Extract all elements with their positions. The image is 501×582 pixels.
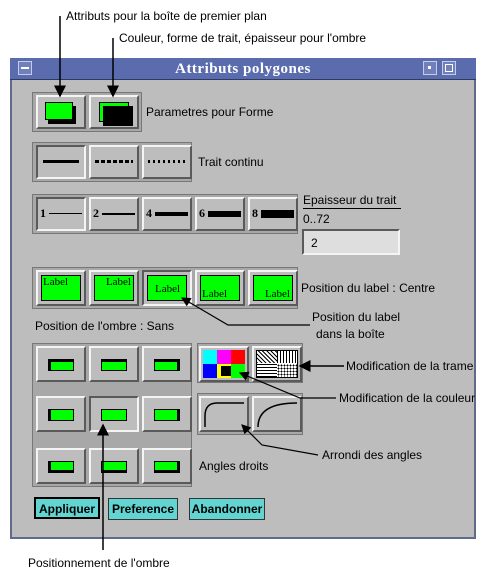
shadow-top-left-button[interactable] — [36, 346, 86, 382]
annotation-label-pos-1: Position du label — [312, 310, 401, 324]
thickness-2-button[interactable]: 2 — [89, 197, 139, 231]
label-center-button[interactable]: Label — [142, 270, 192, 306]
thickness-1-button[interactable]: 1 — [36, 197, 86, 231]
thickness-8-text: 8 — [252, 206, 258, 220]
shadow-box-button[interactable] — [89, 95, 139, 129]
line-style-label: Trait continu — [198, 155, 264, 169]
shadow-none-button[interactable] — [89, 396, 139, 432]
shadow-top-right-button[interactable] — [142, 346, 192, 382]
pattern-icon — [256, 350, 298, 378]
apply-button[interactable]: Appliquer — [34, 497, 100, 519]
thickness-range: 0..72 — [303, 212, 330, 226]
dotted-line-button[interactable] — [142, 145, 192, 179]
shadow-left-button[interactable] — [36, 396, 86, 432]
thickness-4-text: 4 — [146, 206, 152, 220]
color-button[interactable] — [199, 346, 249, 382]
annotation-shadow-position: Positionnement de l'ombre — [28, 556, 170, 570]
round-corner-small-button[interactable] — [199, 396, 249, 432]
round-corner-large-button[interactable] — [252, 396, 302, 432]
shadow-bottom-button[interactable] — [89, 448, 139, 484]
shadow-bottom-right-button[interactable] — [142, 448, 192, 484]
thickness-6-text: 6 — [199, 206, 205, 220]
thickness-input-value: 2 — [311, 236, 318, 250]
annotation-label-pos-2: dans la boîte — [316, 327, 385, 341]
thickness-4-button[interactable]: 4 — [142, 197, 192, 231]
color-palette-icon — [203, 350, 245, 378]
pattern-button[interactable] — [252, 346, 302, 382]
thickness-6-button[interactable]: 6 — [195, 197, 245, 231]
dashed-line-button[interactable] — [89, 145, 139, 179]
label-top-right-text: Label — [105, 276, 131, 288]
label-bottom-right-text: Label — [264, 288, 290, 300]
preference-button[interactable]: Preference — [108, 498, 178, 520]
label-bottom-left-button[interactable]: Label — [195, 270, 245, 306]
label-top-left-text: Label — [43, 276, 69, 288]
round-corner-small-icon — [204, 402, 244, 427]
shadow-top-button[interactable] — [89, 346, 139, 382]
label-bottom-right-button[interactable]: Label — [248, 270, 298, 306]
window-title: Attributs polygones — [175, 61, 311, 77]
shadow-position-label: Position de l'ombre : Sans — [35, 319, 175, 333]
thickness-8-button[interactable]: 8 — [248, 197, 298, 231]
shadow-right-button[interactable] — [142, 396, 192, 432]
thickness-1-text: 1 — [40, 206, 46, 220]
label-bottom-left-text: Label — [202, 288, 228, 300]
annotation-shadow-attrs: Couleur, forme de trait, épaisseur pour … — [119, 31, 367, 45]
round-corner-large-icon — [257, 402, 298, 428]
title-bar[interactable]: Attributs polygones — [10, 58, 476, 80]
thickness-title-underline — [303, 208, 401, 209]
label-top-left-button[interactable]: Label — [36, 270, 86, 306]
corners-label: Angles droits — [199, 459, 269, 473]
shape-params-label: Parametres pour Forme — [146, 105, 274, 119]
annotation-pattern: Modification de la trame — [346, 359, 474, 373]
annotation-foreground: Attributs pour la boîte de premier plan — [66, 9, 267, 23]
thickness-2-text: 2 — [93, 206, 99, 220]
foreground-box-button[interactable] — [36, 95, 86, 129]
minimize-button[interactable] — [423, 61, 437, 75]
annotation-rounding: Arrondi des angles — [322, 448, 423, 462]
thickness-title: Epaisseur du trait — [303, 193, 397, 207]
maximize-button[interactable] — [442, 61, 456, 75]
annotation-color: Modification de la couleur — [339, 391, 476, 405]
label-center-text: Label — [155, 283, 181, 295]
label-position-label: Position du label : Centre — [301, 281, 436, 295]
window-menu-button[interactable] — [18, 61, 32, 75]
thickness-input[interactable]: 2 — [302, 229, 400, 255]
cancel-button[interactable]: Abandonner — [189, 498, 265, 520]
solid-line-button[interactable] — [36, 145, 86, 179]
label-top-right-button[interactable]: Label — [89, 270, 139, 306]
shadow-bottom-left-button[interactable] — [36, 448, 86, 484]
